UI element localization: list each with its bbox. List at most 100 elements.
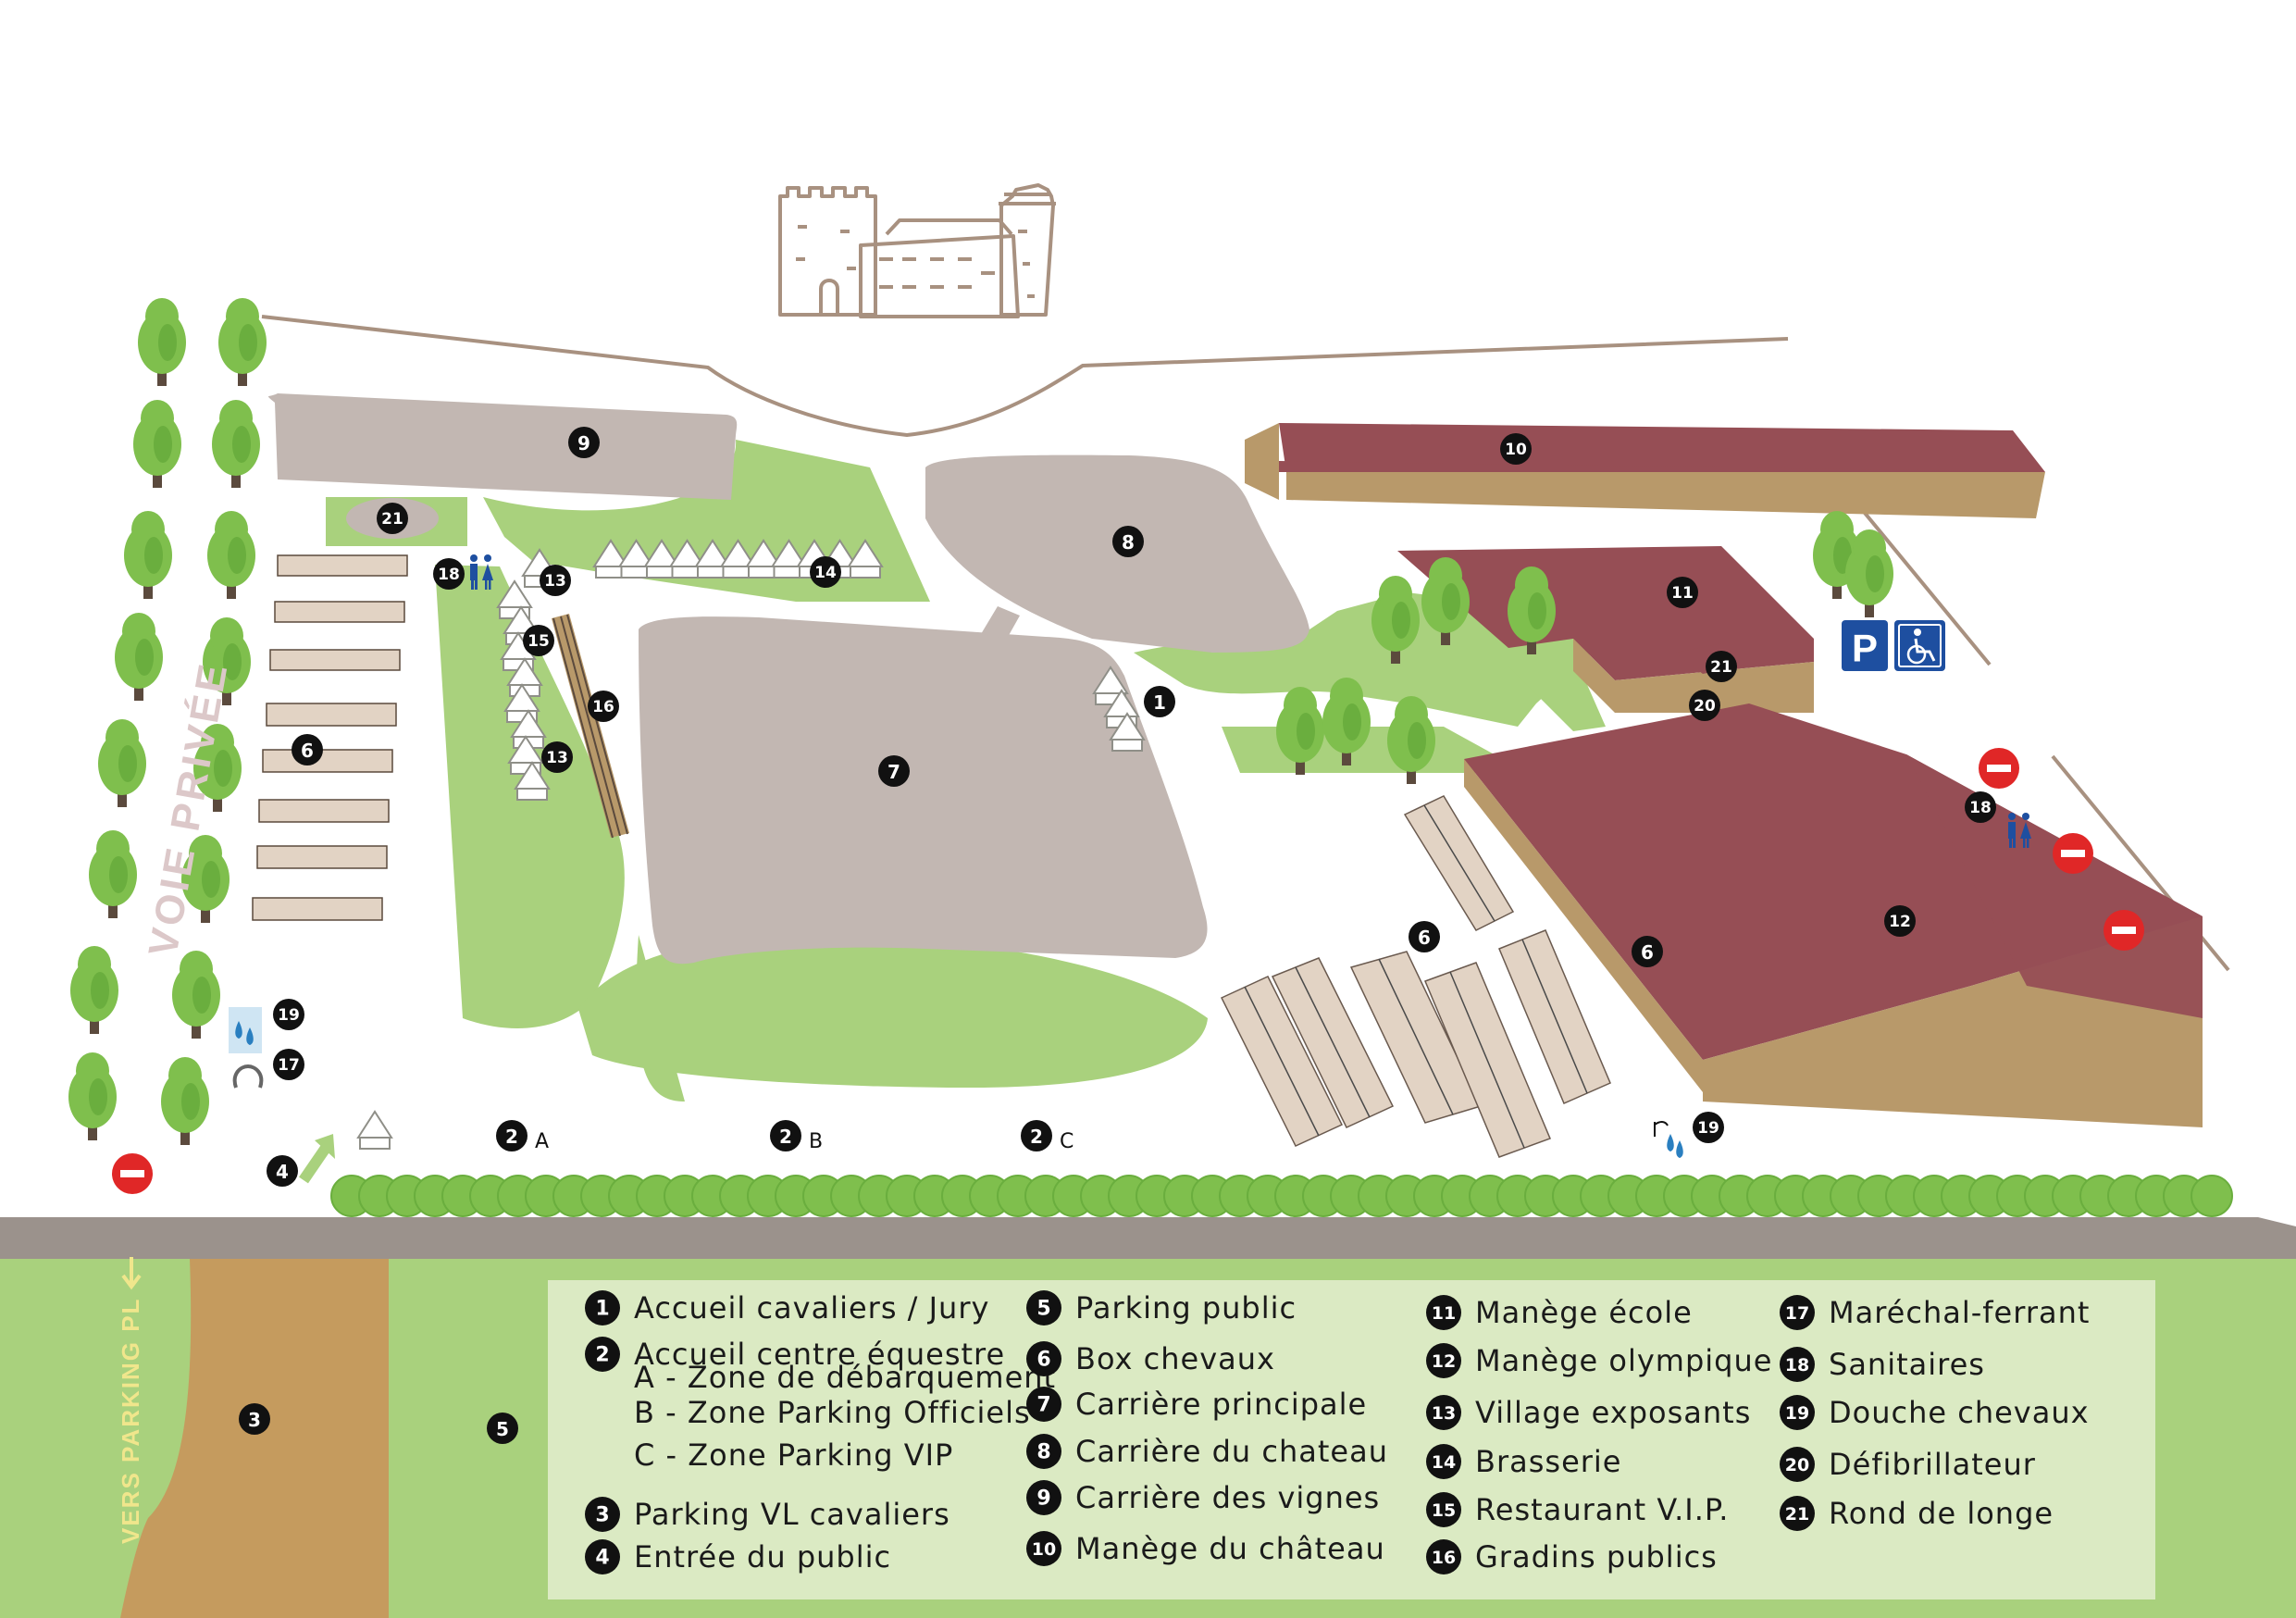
legend-sublabel: B - Zone Parking Officiels: [634, 1395, 1031, 1430]
map-marker-m9: 9: [568, 427, 600, 458]
legend-label: Douche chevaux: [1829, 1395, 2090, 1430]
tree-icon: [89, 830, 137, 918]
tent-icon: [1109, 712, 1146, 752]
tent-icon: [668, 539, 706, 579]
map-marker-m4: 4: [267, 1155, 298, 1187]
legend-label: Accueil cavaliers / Jury: [634, 1290, 989, 1326]
map-marker-m3: 3: [239, 1403, 270, 1435]
hedge-shrub: [2191, 1175, 2233, 1217]
legend-label: Carrière principale: [1075, 1387, 1367, 1422]
marker-number: 21: [1710, 658, 1732, 677]
tree-icon: [1387, 696, 1435, 784]
tree-icon: [1276, 687, 1324, 775]
stables-right: [1220, 795, 1611, 1158]
marker-number: 6: [1641, 941, 1654, 964]
horseshoe-icon: [232, 1064, 264, 1089]
legend-number: 21: [1785, 1504, 1809, 1525]
map-marker-m19b: 19: [1693, 1112, 1724, 1143]
legend-number: 5: [1036, 1298, 1050, 1321]
no-entry-icon: [2053, 833, 2093, 874]
legend-number: 16: [1432, 1548, 1456, 1568]
tree-icon: [1845, 529, 1893, 617]
marker-number: 2: [779, 1126, 792, 1148]
map-marker-m21b: 21: [1706, 651, 1737, 682]
zone-letter-b: B: [809, 1130, 823, 1153]
tree-icon: [218, 298, 267, 386]
map-marker-m6c: 6: [1632, 936, 1663, 967]
marker-number: 11: [1671, 584, 1694, 603]
arena-7-carriere-principale: [639, 616, 1208, 965]
map-marker-m6a: 6: [292, 734, 323, 765]
tent-icon: [694, 539, 731, 579]
tree-icon: [203, 617, 251, 705]
map-marker-m15: 15: [523, 625, 554, 656]
legend-label: Box chevaux: [1075, 1341, 1275, 1376]
map-marker-m13a: 13: [540, 565, 571, 596]
map-marker-m12: 12: [1884, 905, 1916, 937]
marker-number: 12: [1889, 913, 1911, 931]
arena-connector: [981, 606, 1020, 639]
legend-number: 17: [1785, 1303, 1809, 1324]
legend-number: 12: [1432, 1351, 1456, 1372]
castle-avenue-line: [261, 315, 1789, 438]
legend-panel: [548, 1280, 2155, 1599]
legend-entry: 16 Gradins publics: [1426, 1539, 1718, 1574]
marker-number: 3: [248, 1409, 261, 1431]
arena-9-carriere-des-vignes: [267, 393, 738, 500]
marker-number: 2: [505, 1126, 518, 1148]
legend-number: 7: [1036, 1394, 1050, 1417]
legend-entry: 3 Parking VL cavaliers: [585, 1497, 950, 1532]
marker-number: 7: [887, 761, 900, 783]
marker-number: 8: [1122, 531, 1135, 554]
map-marker-m7: 7: [878, 755, 910, 787]
tree-icon: [70, 946, 118, 1034]
map-marker-m1: 1: [1144, 686, 1175, 717]
map-marker-m6b: 6: [1409, 921, 1440, 952]
tree-icon: [1371, 576, 1420, 664]
main-road: [0, 1217, 2296, 1259]
map-marker-m20: 20: [1689, 690, 1720, 721]
tent-icon: [356, 1110, 393, 1150]
restroom-icon: [470, 554, 493, 590]
marker-number: 6: [301, 740, 314, 762]
no-entry-group: [112, 748, 2144, 1194]
marker-number: 21: [381, 510, 403, 529]
legend-sublabel: A - Zone de débarquement: [634, 1360, 1056, 1395]
parking-sign-icon: P: [1842, 620, 1888, 671]
entrance-arrow-icon: [299, 1134, 335, 1184]
tree-icon: [207, 511, 255, 599]
legend-number: 11: [1432, 1303, 1456, 1324]
marker-number: 19: [1697, 1119, 1719, 1138]
legend-entry: 5 Parking public: [1026, 1290, 1297, 1326]
marker-number: 1: [1153, 691, 1166, 714]
legend-label: Rond de longe: [1829, 1496, 2054, 1531]
tent-icon: [514, 761, 551, 801]
legend-label: Parking public: [1075, 1290, 1297, 1326]
wheelchair-icon: [1894, 620, 1945, 671]
legend-label: Parking VL cavaliers: [634, 1497, 950, 1532]
tree-icon: [138, 298, 186, 386]
building-10-manege-du-chateau: [1245, 423, 2045, 518]
map-marker-m18a: 18: [433, 558, 465, 590]
map-marker-m14: 14: [810, 556, 841, 588]
building-12-manege-olympique: [1464, 703, 2203, 1127]
tree-icon: [124, 511, 172, 599]
tree-group: [68, 298, 1893, 1145]
legend-label: Accueil centre équestre: [634, 1337, 1005, 1372]
legend-label: Village exposants: [1475, 1395, 1751, 1430]
parking-pl-access-road: [109, 1259, 192, 1618]
legend-entry: 21 Rond de longe: [1780, 1496, 2054, 1531]
marker-number: 5: [496, 1418, 509, 1440]
legend-label: Gradins publics: [1475, 1539, 1718, 1574]
legend-number: 3: [595, 1504, 609, 1527]
grass-area: [1134, 592, 1592, 727]
tree-icon: [212, 400, 260, 488]
restroom-icon: [2008, 813, 2031, 848]
